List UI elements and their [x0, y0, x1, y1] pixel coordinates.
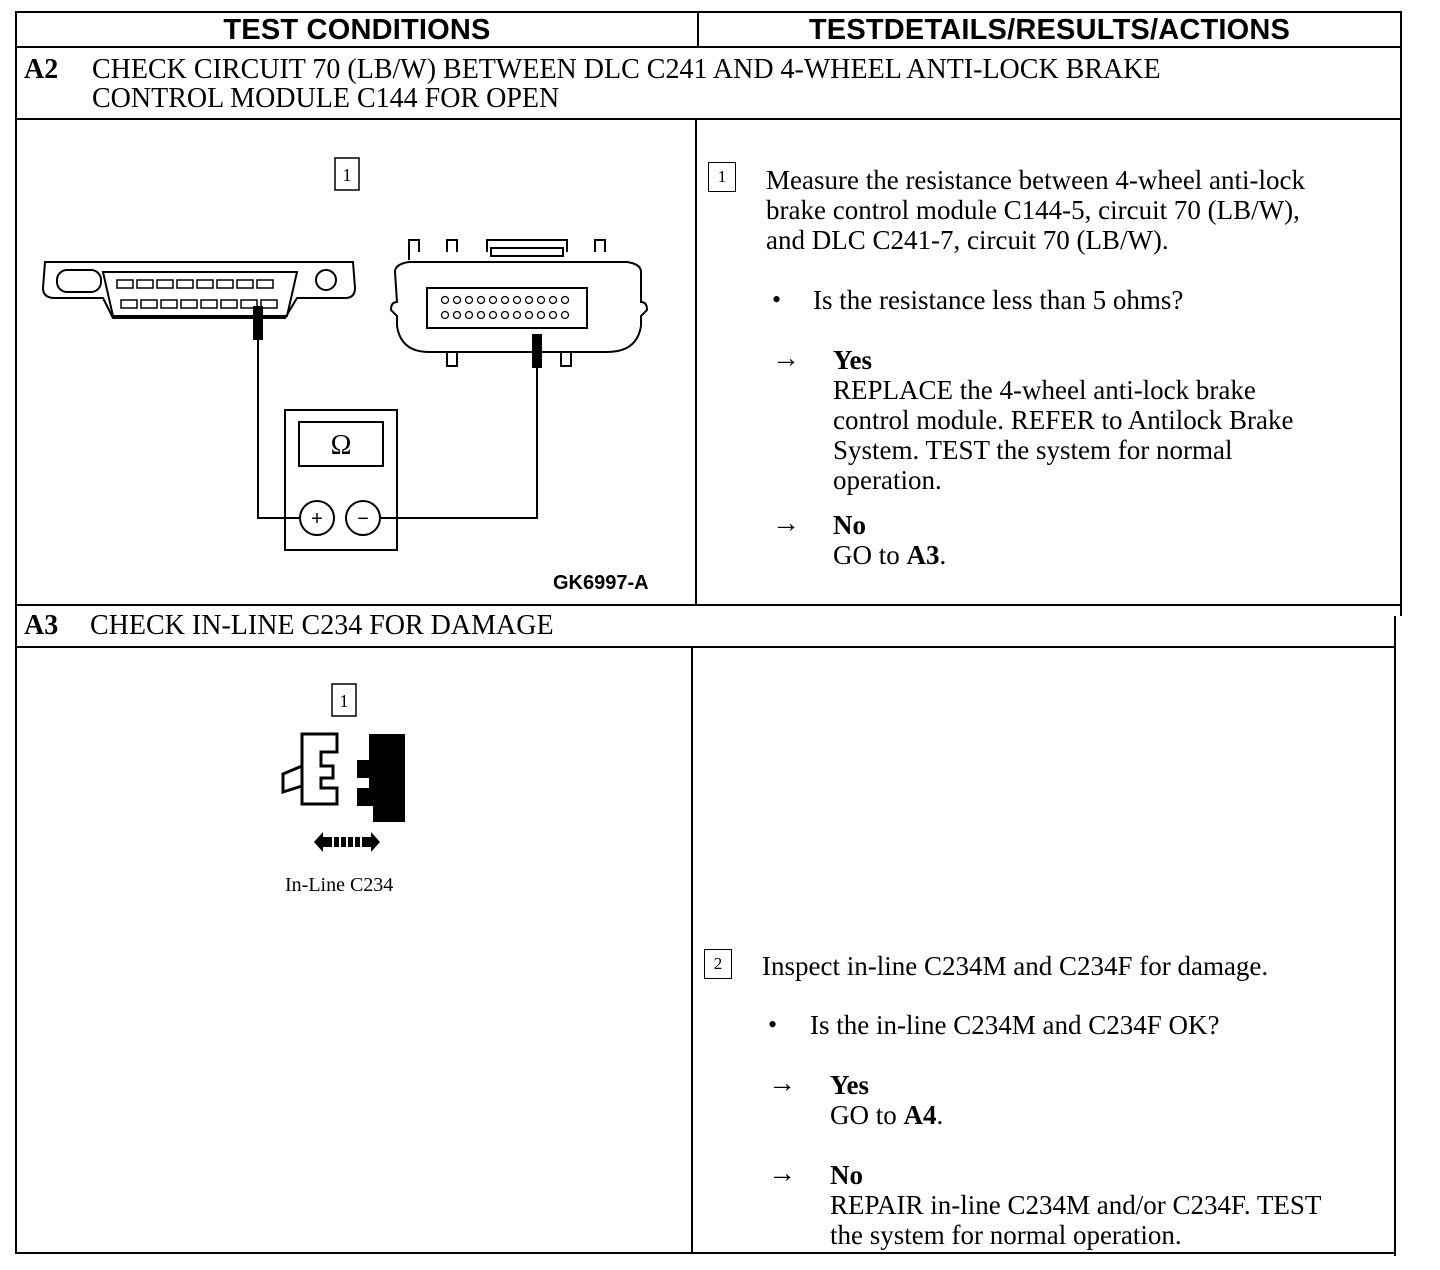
a2-title-divider	[15, 118, 1402, 120]
a2-column-divider	[695, 118, 697, 605]
a3-yes-action: GO to A4.	[830, 1100, 1390, 1130]
a2-title-line1: CHECK CIRCUIT 70 (LB/W) BETWEEN DLC C241…	[92, 54, 1161, 85]
a2-yes-arrow-icon: →	[772, 343, 800, 374]
a2-step-line3: and DLC C241-7, circuit 70 (LB/W).	[766, 225, 1169, 255]
minus-terminal-label: −	[357, 508, 369, 530]
a3-no-label: No	[830, 1160, 863, 1190]
a3-column-divider	[691, 646, 693, 1254]
a3-top-divider	[15, 604, 1402, 606]
a3-no-arrow-icon: →	[768, 1158, 796, 1189]
table-border-bottom	[15, 1252, 1396, 1254]
a2-step-instruction: Measure the resistance between 4-wheel a…	[766, 165, 1396, 255]
a2-code: A2	[24, 54, 59, 85]
a3-connector-diagram: 1	[281, 683, 405, 852]
a3-yes-target-link[interactable]: A4	[903, 1100, 937, 1130]
abs-module-connector-icon	[389, 239, 649, 367]
a2-yes-line4: operation.	[833, 465, 942, 495]
a2-figure: 1	[17, 120, 695, 604]
a3-figure-step-box	[331, 683, 357, 717]
a2-figure-step-number: 1	[343, 165, 352, 185]
a3-figure-caption: In-Line C234	[285, 874, 394, 896]
a3-title-divider	[15, 646, 1396, 648]
c234-male-half-icon	[300, 732, 339, 806]
table-border-left	[15, 11, 17, 1254]
plus-terminal-label: +	[311, 508, 323, 530]
a2-yes-line1: REPLACE the 4-wheel anti-lock brake	[833, 375, 1256, 405]
a3-no-line1: REPAIR in-line C234M and/or C234F. TEST	[830, 1190, 1322, 1220]
a2-yes-block: Yes REPLACE the 4-wheel anti-lock brake …	[833, 345, 1393, 495]
a3-title-text: CHECK IN-LINE C234 FOR DAMAGE	[90, 610, 554, 641]
a2-title-line2: CONTROL MODULE C144 FOR OPEN	[92, 83, 560, 114]
header-column-divider	[697, 11, 699, 47]
dlc-test-lead	[257, 340, 299, 519]
a3-yes-label: Yes	[830, 1070, 869, 1100]
header-divider	[15, 46, 1402, 48]
a3-yes-block: Yes GO to A4.	[830, 1070, 1390, 1130]
a2-no-prefix: GO to	[833, 540, 907, 570]
ohm-symbol: Ω	[331, 430, 352, 461]
a2-yes-line2: control module. REFER to Antilock Brake	[833, 405, 1294, 435]
a2-figure-id: GK6997-A	[553, 572, 649, 594]
a2-no-label: No	[833, 510, 866, 540]
a2-step-line1: Measure the resistance between 4-wheel a…	[766, 165, 1306, 195]
c234-female-half-icon	[357, 734, 405, 822]
a3-yes-prefix: GO to	[830, 1100, 904, 1130]
table-border-right	[1400, 11, 1402, 616]
a3-question-bullet: •	[768, 1010, 778, 1039]
abs-test-lead	[381, 368, 538, 519]
a3-step-instruction: Inspect in-line C234M and C234F for dama…	[762, 951, 1269, 981]
a2-section-title: A2 CHECK CIRCUIT 70 (LB/W) BETWEEN DLC C…	[24, 55, 1394, 115]
a2-yes-line3: System. TEST the system for normal	[833, 435, 1233, 465]
a2-no-action: GO to A3.	[833, 540, 1393, 570]
table-border-right-lower	[1394, 616, 1396, 1256]
a2-title-text: CHECK CIRCUIT 70 (LB/W) BETWEEN DLC C241…	[92, 55, 1332, 113]
a3-figure-step-number: 1	[340, 691, 349, 711]
header-test-details: TESTDETAILS/RESULTS/ACTIONS	[808, 14, 1291, 46]
ohmmeter-icon	[284, 409, 398, 551]
a3-code: A3	[24, 610, 59, 641]
a2-question: Is the resistance less than 5 ohms?	[813, 285, 1184, 315]
a2-figure-step-box	[334, 157, 360, 191]
a3-yes-suffix: .	[936, 1100, 944, 1130]
a2-step-number-box: 1	[708, 162, 736, 192]
a2-no-arrow-icon: →	[772, 508, 800, 539]
a2-yes-label: Yes	[833, 345, 872, 375]
abs-probe-icon	[532, 334, 542, 368]
a2-no-suffix: .	[939, 540, 947, 570]
a2-question-bullet: •	[772, 285, 782, 314]
dlc-connector-icon	[41, 261, 357, 319]
disconnect-arrow-icon	[314, 832, 380, 852]
a2-no-block: No GO to A3.	[833, 510, 1393, 570]
a3-question: Is the in-line C234M and C234F OK?	[810, 1010, 1220, 1040]
a2-no-target-link[interactable]: A3	[906, 540, 940, 570]
a3-section-title: A3 CHECK IN-LINE C234 FOR DAMAGE	[24, 611, 1394, 643]
a3-step-number-box: 2	[704, 949, 732, 979]
header-test-conditions: TEST CONDITIONS	[223, 14, 491, 46]
dlc-probe-icon	[253, 306, 263, 340]
a2-step-line2: brake control module C144-5, circuit 70 …	[766, 195, 1300, 225]
a2-wiring-diagram: 1	[41, 157, 649, 551]
a3-figure: 1 In-Line C234	[17, 648, 691, 1252]
table-border-top	[15, 11, 1402, 13]
c234-latch-icon	[281, 764, 303, 795]
a3-no-block: No REPAIR in-line C234M and/or C234F. TE…	[830, 1160, 1390, 1250]
a3-yes-arrow-icon: →	[768, 1068, 796, 1099]
a3-no-line2: the system for normal operation.	[830, 1220, 1182, 1250]
